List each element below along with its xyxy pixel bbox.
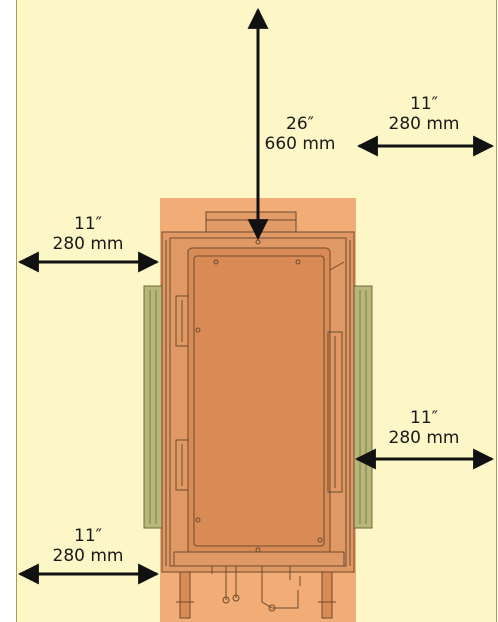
water-heater-unit-icon	[161, 211, 355, 619]
right-lower-clearance-label: 11″ 280 mm	[376, 408, 472, 448]
left-lower-clearance-label: 11″ 280 mm	[40, 526, 136, 566]
left-upper-clearance-mm: 280 mm	[52, 234, 124, 254]
top-clearance-mm: 660 mm	[264, 134, 336, 154]
left-upper-clearance-label: 11″ 280 mm	[40, 214, 136, 254]
left-upper-clearance-inches: 11″	[74, 214, 102, 234]
top-clearance-label: 26″ 660 mm	[252, 114, 348, 154]
left-lower-clearance-mm: 280 mm	[52, 546, 124, 566]
right-lower-clearance-inches: 11″	[410, 408, 438, 428]
right-lower-clearance-mm: 280 mm	[388, 428, 460, 448]
top-clearance-inches: 26″	[286, 114, 314, 134]
right-side-panel	[353, 285, 373, 529]
left-lower-clearance-inches: 11″	[74, 526, 102, 546]
right-upper-clearance-mm: 280 mm	[388, 114, 460, 134]
left-side-panel	[143, 285, 163, 529]
right-upper-clearance-inches: 11″	[410, 94, 438, 114]
right-upper-clearance-label: 11″ 280 mm	[376, 94, 472, 134]
